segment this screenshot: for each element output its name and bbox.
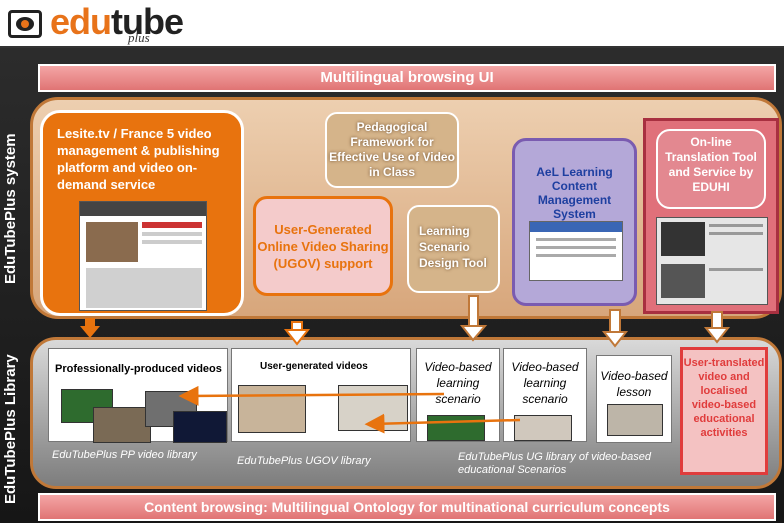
pp-library-caption: EduTubePlus PP video library xyxy=(52,449,197,461)
online-translation-box: On-line Translation Tool and Service by … xyxy=(643,118,779,314)
ael-lcms-box: AeL Learning Content Management System xyxy=(512,138,637,306)
logo-tube: tube xyxy=(111,1,184,42)
logo-edu: edu xyxy=(50,1,112,42)
camera-logo-icon xyxy=(8,10,42,38)
multilingual-browsing-bar: Multilingual browsing UI xyxy=(38,64,776,92)
pp-videos-box: Professionally-produced videos xyxy=(48,348,228,443)
pedagogical-framework-box: Pedagogical Framework for Effective Use … xyxy=(325,112,459,188)
lesson-box: Video-based lesson xyxy=(596,355,672,443)
ael-text: AeL Learning Content Management System xyxy=(536,165,613,221)
ael-screenshot xyxy=(529,221,623,281)
lesite-text: Lesite.tv / France 5 video management & … xyxy=(57,126,220,192)
ugov-support-box: User-Generated Online Video Sharing (UGO… xyxy=(253,196,393,296)
learning-scenario-design-box: Learning Scenario Design Tool xyxy=(407,205,500,293)
down-arrow-learning-design xyxy=(459,295,488,342)
down-arrow-ugov xyxy=(283,321,311,346)
arrow-scenario2-to-ugov xyxy=(364,413,521,434)
pp-videos-title: Professionally-produced videos xyxy=(55,363,222,375)
content-browsing-bar: Content browsing: Multilingual Ontology … xyxy=(38,493,776,521)
arrow-scenario-to-pp xyxy=(178,385,445,406)
lesson-text: Video-based lesson xyxy=(600,369,668,399)
ugov-library-caption: EduTubePlus UGOV library xyxy=(237,455,371,467)
ugov-videos-title: User-generated videos xyxy=(260,361,368,372)
online-translation-text: On-line Translation Tool and Service by … xyxy=(656,129,766,209)
header: edutube plus xyxy=(0,0,784,48)
scenario-1-text: Video-based learning scenario xyxy=(424,360,492,406)
ug-library-caption: EduTubePlus UG library of video-based ed… xyxy=(458,451,652,476)
logo-plus: plus xyxy=(128,30,150,45)
down-arrow-lesite xyxy=(80,318,100,338)
scenario-box-2: Video-based learning scenario xyxy=(503,348,587,442)
down-arrow-online-translation xyxy=(703,311,731,344)
user-translated-box: User-translated video and localised vide… xyxy=(680,347,768,475)
down-arrow-ael xyxy=(601,309,629,348)
lesite-box: Lesite.tv / France 5 video management & … xyxy=(40,110,244,316)
online-translation-screenshot xyxy=(656,217,768,305)
scenario-2-text: Video-based learning scenario xyxy=(511,360,579,406)
logo-text: edutube xyxy=(50,1,184,42)
lesite-screenshot xyxy=(79,201,207,311)
